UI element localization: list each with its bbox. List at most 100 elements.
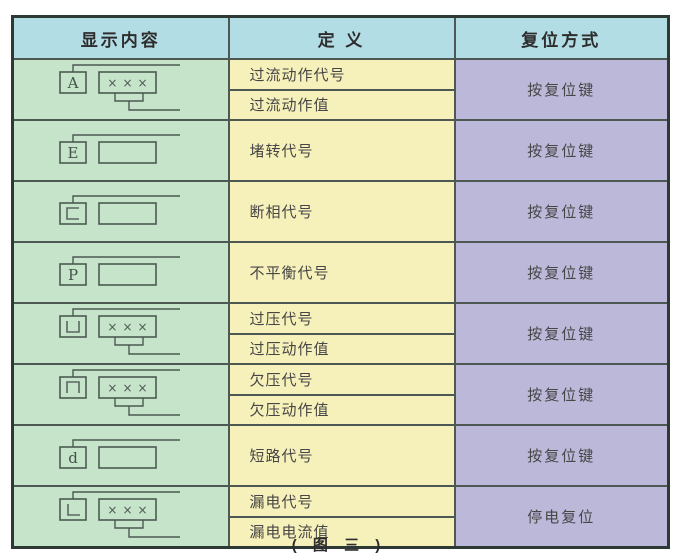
connector-line	[128, 406, 180, 416]
display-code-diagram	[59, 195, 180, 225]
definition-text: 堵转代号	[249, 143, 314, 160]
code-box	[59, 263, 87, 286]
code-box	[59, 498, 87, 521]
value-box	[98, 141, 157, 164]
value-box	[98, 498, 157, 521]
definition-cell: 堵转代号	[227, 119, 456, 182]
table-row: A ××× 过流动作代号 过流动作值 按复位键	[11, 58, 670, 121]
lead-line	[72, 195, 180, 203]
code-box	[59, 315, 87, 338]
display-code-diagram: E	[59, 134, 180, 164]
definition-list: 漏电代号 漏电电流值	[229, 487, 454, 547]
lead-line	[72, 491, 180, 499]
definition-cell: 欠压代号 欠压动作值	[227, 363, 456, 426]
display-cell-undervoltage: ×××	[11, 363, 230, 426]
table-row: 断相代号 按复位键	[11, 180, 670, 243]
definition-text: 欠压代号	[249, 371, 314, 389]
segment-c-symbol	[66, 207, 79, 220]
header-display-content: 显示内容	[11, 15, 230, 60]
table-row: ××× 漏电代号 漏电电流值 停电复位	[11, 485, 670, 549]
definition-text: 不平衡代号	[249, 265, 330, 282]
figure-caption: ( 图 三 )	[291, 537, 387, 554]
definition-list: 欠压代号 欠压动作值	[229, 365, 454, 425]
value-box	[98, 202, 157, 225]
display-code-diagram: ×××	[59, 308, 180, 355]
definition-text: 短路代号	[249, 448, 314, 465]
definition-list: 过流动作代号 过流动作值	[229, 60, 454, 120]
display-cell-locked-rotor: E	[11, 119, 230, 182]
code-box	[59, 141, 87, 164]
display-cell-short-circuit: d	[11, 424, 230, 487]
definition-cell: 漏电代号 漏电电流值	[227, 485, 456, 549]
lead-line	[72, 256, 180, 264]
definition-text: 过流动作值	[229, 88, 454, 120]
definition-list: 过压代号 过压动作值	[229, 304, 454, 364]
value-box	[98, 446, 157, 469]
definition-text: 漏电电流值	[229, 515, 454, 547]
value-box	[98, 315, 157, 338]
lead-line	[72, 439, 180, 447]
table-row: ××× 过压代号 过压动作值 按复位键	[11, 302, 670, 365]
value-placeholder: ×××	[107, 381, 152, 395]
display-code-diagram: d	[59, 439, 180, 469]
display-code-diagram: ×××	[59, 369, 180, 416]
definition-text: 过压代号	[249, 310, 314, 328]
reset-method-cell: 按复位键	[453, 119, 670, 182]
reset-method-cell: 按复位键	[453, 363, 670, 426]
code-box	[59, 446, 87, 469]
segment-cap-symbol	[66, 381, 80, 393]
code-box	[59, 71, 87, 94]
reset-method-cell: 按复位键	[453, 424, 670, 487]
display-code-diagram: P	[59, 256, 180, 286]
segment-L-symbol	[67, 504, 80, 516]
reset-method-cell: 停电复位	[453, 485, 670, 549]
connector-line	[128, 528, 180, 538]
connector-tab	[114, 520, 144, 529]
value-box	[98, 263, 157, 286]
fault-code-table: 显示内容 定 义 复位方式 A ×××	[11, 15, 670, 549]
definition-list: 不平衡代号	[230, 243, 454, 302]
code-letter: d	[68, 449, 78, 467]
display-cell-overvoltage: ×××	[11, 302, 230, 365]
display-cell-phase-loss	[11, 180, 230, 243]
code-box	[59, 376, 87, 399]
connector-line	[128, 101, 180, 111]
definition-text: 漏电代号	[249, 493, 314, 511]
connector-line	[128, 345, 180, 355]
display-cell-unbalance: P	[11, 241, 230, 304]
lead-line	[72, 134, 180, 142]
display-cell-overcurrent: A ×××	[11, 58, 230, 121]
reset-method-cell: 按复位键	[453, 58, 670, 121]
reset-method-cell: 按复位键	[453, 241, 670, 304]
value-placeholder: ×××	[107, 76, 152, 90]
reset-method-cell: 按复位键	[453, 302, 670, 365]
segment-cup-symbol	[66, 321, 80, 333]
definition-list: 短路代号	[230, 426, 454, 485]
definition-text: 欠压动作值	[229, 393, 454, 425]
definition-text: 过压动作值	[229, 332, 454, 364]
connector-tab	[114, 398, 144, 407]
definition-cell: 不平衡代号	[227, 241, 456, 304]
definition-cell: 断相代号	[227, 180, 456, 243]
header-definition: 定 义	[227, 15, 456, 60]
connector-tab	[114, 93, 144, 102]
definition-text: 过流动作代号	[249, 66, 346, 84]
header-reset-method: 复位方式	[453, 15, 670, 60]
reset-method-cell: 按复位键	[453, 180, 670, 243]
table-row: P 不平衡代号 按复位键	[11, 241, 670, 304]
definition-text: 断相代号	[249, 204, 314, 221]
table-header: 显示内容 定 义 复位方式	[11, 15, 670, 60]
value-placeholder: ×××	[107, 320, 152, 334]
code-letter: E	[68, 144, 79, 162]
header-row: 显示内容 定 义 复位方式	[11, 15, 670, 60]
code-letter: A	[67, 74, 79, 92]
lead-line	[72, 64, 180, 72]
lead-line	[72, 308, 180, 316]
connector-tab	[114, 337, 144, 346]
value-placeholder: ×××	[107, 503, 152, 517]
definition-list: 堵转代号	[230, 121, 454, 180]
code-box	[59, 202, 87, 225]
definition-cell: 过压代号 过压动作值	[227, 302, 456, 365]
display-cell-leakage: ×××	[11, 485, 230, 549]
